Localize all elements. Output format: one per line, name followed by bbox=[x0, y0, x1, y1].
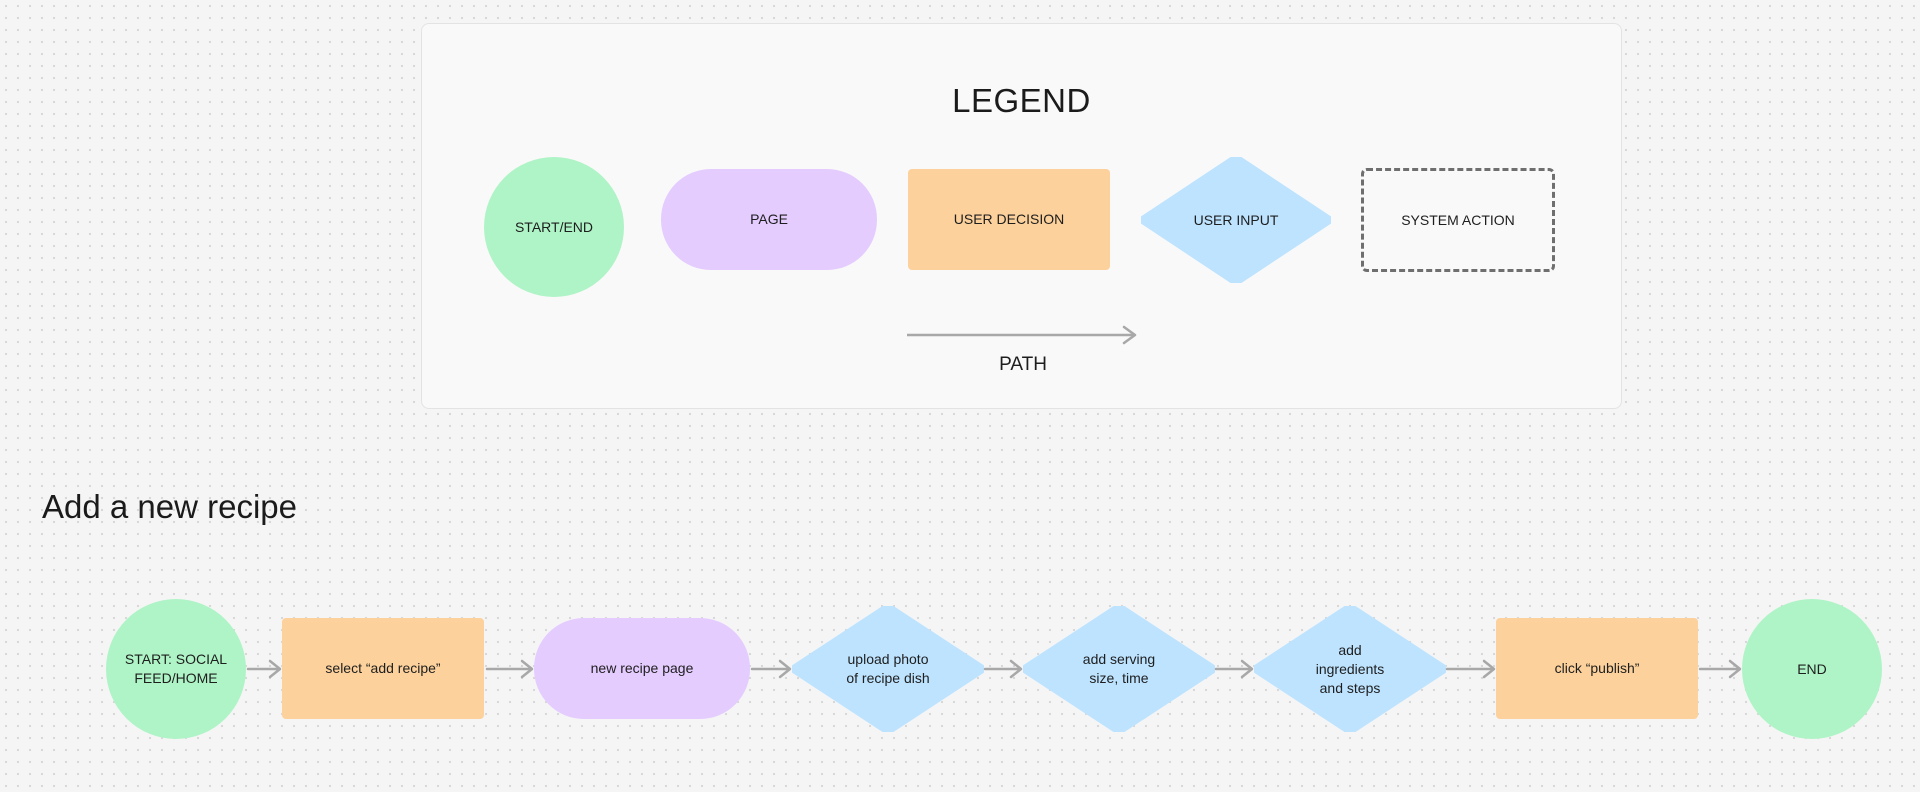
legend-system-action-shape[interactable]: SYSTEM ACTION bbox=[1361, 168, 1555, 272]
flow-step-label: upload photo of recipe dish bbox=[846, 651, 930, 686]
flow-step-new-recipe-page[interactable]: new recipe page bbox=[534, 618, 750, 719]
legend-start-end-shape[interactable]: START/END bbox=[484, 157, 624, 297]
flow-step-select-add-recipe[interactable]: select “add recipe” bbox=[282, 618, 484, 719]
flow-step-label: add serving size, time bbox=[1082, 651, 1156, 686]
flow-step-label: START: SOCIAL FEED/HOME bbox=[124, 651, 228, 686]
legend-page-shape[interactable]: PAGE bbox=[661, 169, 877, 270]
flow-step-label: add ingredients and steps bbox=[1315, 641, 1385, 696]
flow-step-click-publish[interactable]: click “publish” bbox=[1496, 618, 1698, 719]
flow-step-add-serving[interactable]: add serving size, time bbox=[1023, 606, 1215, 732]
flow-step-label: click “publish” bbox=[1554, 660, 1640, 676]
legend-system-action-label: SYSTEM ACTION bbox=[1401, 211, 1515, 228]
flow-title: Add a new recipe bbox=[42, 488, 297, 525]
legend-user-input-label: USER INPUT bbox=[1193, 211, 1279, 228]
legend-page-label: PAGE bbox=[750, 211, 788, 227]
flow-step-start[interactable]: START: SOCIAL FEED/HOME bbox=[106, 599, 246, 739]
flow-step-label: END bbox=[1797, 660, 1827, 677]
flow-step-add-ingredients[interactable]: add ingredients and steps bbox=[1254, 606, 1446, 732]
legend-user-input-shape[interactable]: USER INPUT bbox=[1141, 157, 1331, 283]
legend-user-decision-label: USER DECISION bbox=[953, 211, 1065, 227]
flow-step-upload-photo[interactable]: upload photo of recipe dish bbox=[792, 606, 984, 732]
legend-user-decision-shape[interactable]: USER DECISION bbox=[908, 169, 1110, 270]
legend-start-end-label: START/END bbox=[514, 218, 594, 235]
flow-step-label: new recipe page bbox=[590, 660, 694, 676]
flow-step-end[interactable]: END bbox=[1742, 599, 1882, 739]
flow-step-label: select “add recipe” bbox=[325, 660, 441, 676]
legend-title: LEGEND bbox=[952, 82, 1091, 119]
legend-path-label: PATH bbox=[999, 354, 1047, 375]
